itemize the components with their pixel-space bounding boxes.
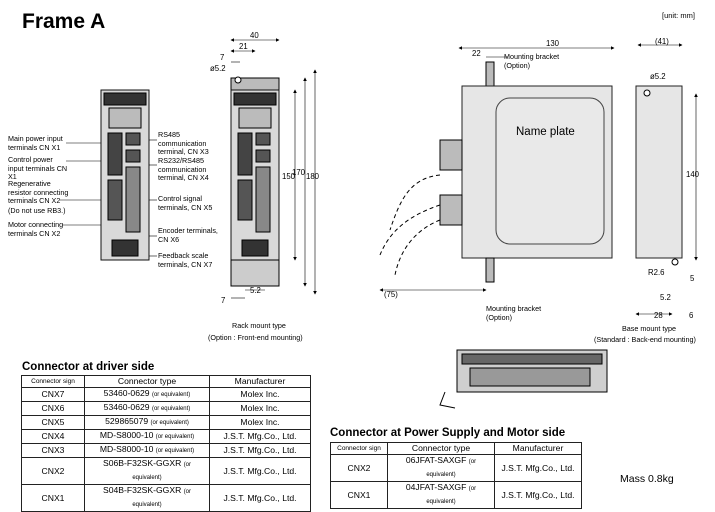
driver-front-view-left xyxy=(100,89,150,261)
dim-r2-6: R2.6 xyxy=(648,268,665,277)
unit-label: [unit: mm] xyxy=(662,11,695,20)
driver-table-title: Connector at driver side xyxy=(22,361,155,373)
table-header-row: Connector sign Connector type Manufactur… xyxy=(330,442,582,455)
col-header-manufacturer: Manufacturer xyxy=(494,442,582,455)
cell-type: 529865079 (or equivalent) xyxy=(84,415,210,430)
dim-180: 180 xyxy=(306,172,320,181)
label-feedback: Feedback scale terminals, CN X7 xyxy=(158,251,213,269)
cell-type: MD-S8000-10 (or equivalent) xyxy=(84,443,210,458)
cell-manufacturer: Molex Inc. xyxy=(209,387,311,402)
dim-41: (41) xyxy=(655,37,669,46)
cell-sign: CNX1 xyxy=(330,481,388,509)
driver-base-view xyxy=(635,43,698,316)
dim-170: 170 xyxy=(292,168,306,177)
option-bottom-label: (Option) xyxy=(486,313,512,322)
label-motor: Motor connecting terminals CN X2 xyxy=(8,220,64,238)
cell-manufacturer: J.S.T. Mfg.Co., Ltd. xyxy=(494,481,582,509)
label-control-signal: Control signal terminals, CN X5 xyxy=(158,194,213,212)
dim-base-phi-5-2: ø5.2 xyxy=(650,72,666,81)
label-encoder: Encoder terminals, CN X6 xyxy=(158,226,218,244)
dim-130: 130 xyxy=(546,39,560,48)
dim-28: 28 xyxy=(654,311,663,320)
cell-type: S06B-F32SK-GGXR (or equivalent) xyxy=(84,457,210,485)
cell-sign: CNX2 xyxy=(330,454,388,482)
table-header-row: Connector sign Connector type Manufactur… xyxy=(21,375,311,388)
cell-manufacturer: J.S.T. Mfg.Co., Ltd. xyxy=(494,454,582,482)
base-mount-caption-2: (Standard : Back-end mounting) xyxy=(594,335,696,344)
label-control-power: Control power input terminals CN X1 xyxy=(8,155,68,182)
driver-front-view-rack xyxy=(230,76,280,287)
dim-140: 140 xyxy=(686,170,700,179)
label-regen-note: (Do not use RB3.) xyxy=(8,206,66,215)
rack-mount-caption-2: (Option : Front-end mounting) xyxy=(208,333,303,342)
driver-bottom-view xyxy=(439,349,608,409)
driver-connector-table: Connector sign Connector type Manufactur… xyxy=(21,375,311,512)
cell-type: S04B-F32SK-GGXR (or equivalent) xyxy=(84,484,210,512)
col-header-sign: Connector sign xyxy=(330,442,388,455)
dim-21: 21 xyxy=(239,42,248,51)
cell-type: 06JFAT-SAXGF (or equivalent) xyxy=(387,454,495,482)
power-table-title: Connector at Power Supply and Motor side xyxy=(330,427,566,439)
cell-manufacturer: Molex Inc. xyxy=(209,401,311,416)
col-header-type: Connector type xyxy=(387,442,495,455)
option-top-label: (Option) xyxy=(504,61,530,70)
driver-side-view xyxy=(379,46,615,292)
cell-manufacturer: J.S.T. Mfg.Co., Ltd. xyxy=(209,443,311,458)
dim-22: 22 xyxy=(472,49,481,58)
cell-sign: CNX4 xyxy=(21,429,85,444)
dim-5-2-bottom: 5.2 xyxy=(250,286,261,295)
mass-label: Mass 0.8kg xyxy=(620,473,674,485)
dim-base-5-2: 5.2 xyxy=(660,293,671,302)
dimension-drawing xyxy=(60,38,698,409)
mounting-bracket-top-label: Mounting bracket xyxy=(504,52,560,61)
dim-150: 150 xyxy=(282,172,296,181)
cell-manufacturer: J.S.T. Mfg.Co., Ltd. xyxy=(209,484,311,512)
dim-40: 40 xyxy=(250,31,259,40)
cell-manufacturer: J.S.T. Mfg.Co., Ltd. xyxy=(209,429,311,444)
cell-manufacturer: Molex Inc. xyxy=(209,415,311,430)
cell-sign: CNX1 xyxy=(21,484,85,512)
dim-5: 5 xyxy=(690,274,695,283)
power-connector-table: Connector sign Connector type Manufactur… xyxy=(330,442,582,509)
cell-sign: CNX2 xyxy=(21,457,85,485)
cell-type: 53460-0629 (or equivalent) xyxy=(84,387,210,402)
col-header-type: Connector type xyxy=(84,375,210,388)
rack-mount-caption: Rack mount type xyxy=(232,321,286,330)
cell-manufacturer: J.S.T. Mfg.Co., Ltd. xyxy=(209,457,311,485)
dim-7-bottom: 7 xyxy=(221,296,226,305)
col-header-manufacturer: Manufacturer xyxy=(209,375,311,388)
cell-type: 53460-0629 (or equivalent) xyxy=(84,401,210,416)
dim-phi-5-2: ø5.2 xyxy=(210,64,226,73)
col-header-sign: Connector sign xyxy=(21,375,85,388)
dim-6: 6 xyxy=(689,311,694,320)
cell-sign: CNX3 xyxy=(21,443,85,458)
cell-sign: CNX6 xyxy=(21,401,85,416)
cell-sign: CNX5 xyxy=(21,415,85,430)
base-mount-caption: Base mount type xyxy=(622,324,676,333)
label-main-power: Main power input terminals CN X1 xyxy=(8,134,63,152)
label-regen: Regenerative resistor connecting termina… xyxy=(8,179,69,206)
dim-75: (75) xyxy=(384,290,398,299)
cell-type: MD-S8000-10 (or equivalent) xyxy=(84,429,210,444)
mounting-bracket-bottom-label: Mounting bracket xyxy=(486,304,542,313)
name-plate-label: Name plate xyxy=(516,126,575,138)
cell-type: 04JFAT-SAXGF (or equivalent) xyxy=(387,481,495,509)
label-rs232: RS232/RS485 communication terminal, CN X… xyxy=(158,156,209,183)
dim-7-top: 7 xyxy=(220,53,225,62)
page-title: Frame A xyxy=(22,10,106,33)
cell-sign: CNX7 xyxy=(21,387,85,402)
label-rs485: RS485 communication terminal, CN X3 xyxy=(158,130,209,157)
